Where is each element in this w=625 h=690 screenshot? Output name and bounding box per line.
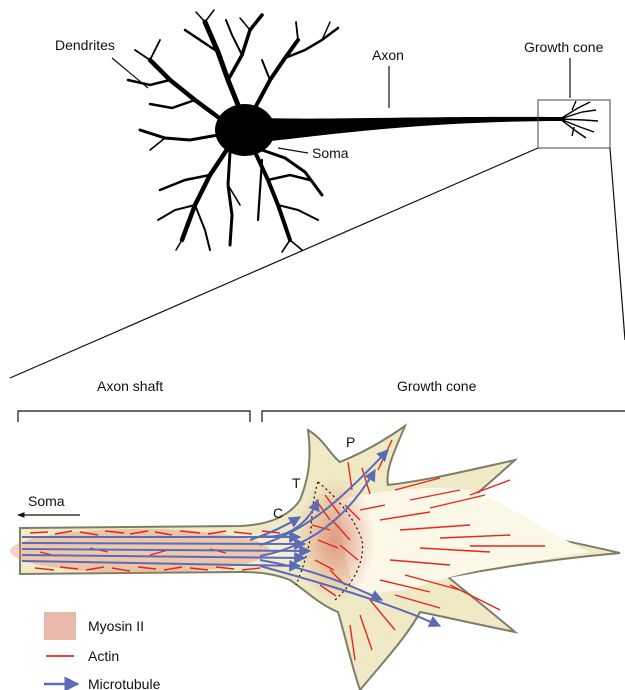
label-growth-cone-bottom: Growth cone bbox=[397, 378, 477, 394]
section-labels: Axon shaft Growth cone bbox=[18, 378, 625, 422]
label-growth-cone-top: Growth cone bbox=[524, 39, 604, 55]
axon-body bbox=[262, 117, 565, 142]
axon-terminal bbox=[560, 101, 598, 138]
legend-myosin-swatch bbox=[44, 612, 76, 640]
zoom-line-right bbox=[610, 148, 625, 340]
zoom-line-left bbox=[10, 148, 538, 378]
top-labels: Dendrites Axon Growth cone Soma bbox=[10, 37, 625, 378]
actin-filament bbox=[30, 532, 48, 533]
legend-actin-label: Actin bbox=[88, 648, 119, 664]
label-axon-shaft: Axon shaft bbox=[97, 378, 163, 394]
growth-cone-bracket bbox=[262, 411, 625, 422]
label-region-t: T bbox=[292, 475, 301, 491]
growth-cone-lamella bbox=[340, 488, 590, 592]
legend: Myosin II Actin Microtubule bbox=[44, 612, 161, 690]
label-region-c: C bbox=[273, 505, 283, 521]
label-soma-arrow: Soma bbox=[28, 493, 65, 509]
soma-direction: Soma bbox=[18, 493, 80, 515]
label-axon: Axon bbox=[372, 47, 404, 63]
label-dendrites: Dendrites bbox=[55, 37, 115, 53]
dendrites-leader-line bbox=[112, 58, 148, 88]
label-region-p: P bbox=[346, 434, 355, 450]
label-soma-top: Soma bbox=[312, 145, 349, 161]
legend-myosin-label: Myosin II bbox=[88, 618, 144, 634]
axon-shaft-bracket bbox=[18, 411, 250, 422]
legend-microtubule-label: Microtubule bbox=[88, 676, 161, 690]
soma-leader-line bbox=[278, 148, 308, 153]
